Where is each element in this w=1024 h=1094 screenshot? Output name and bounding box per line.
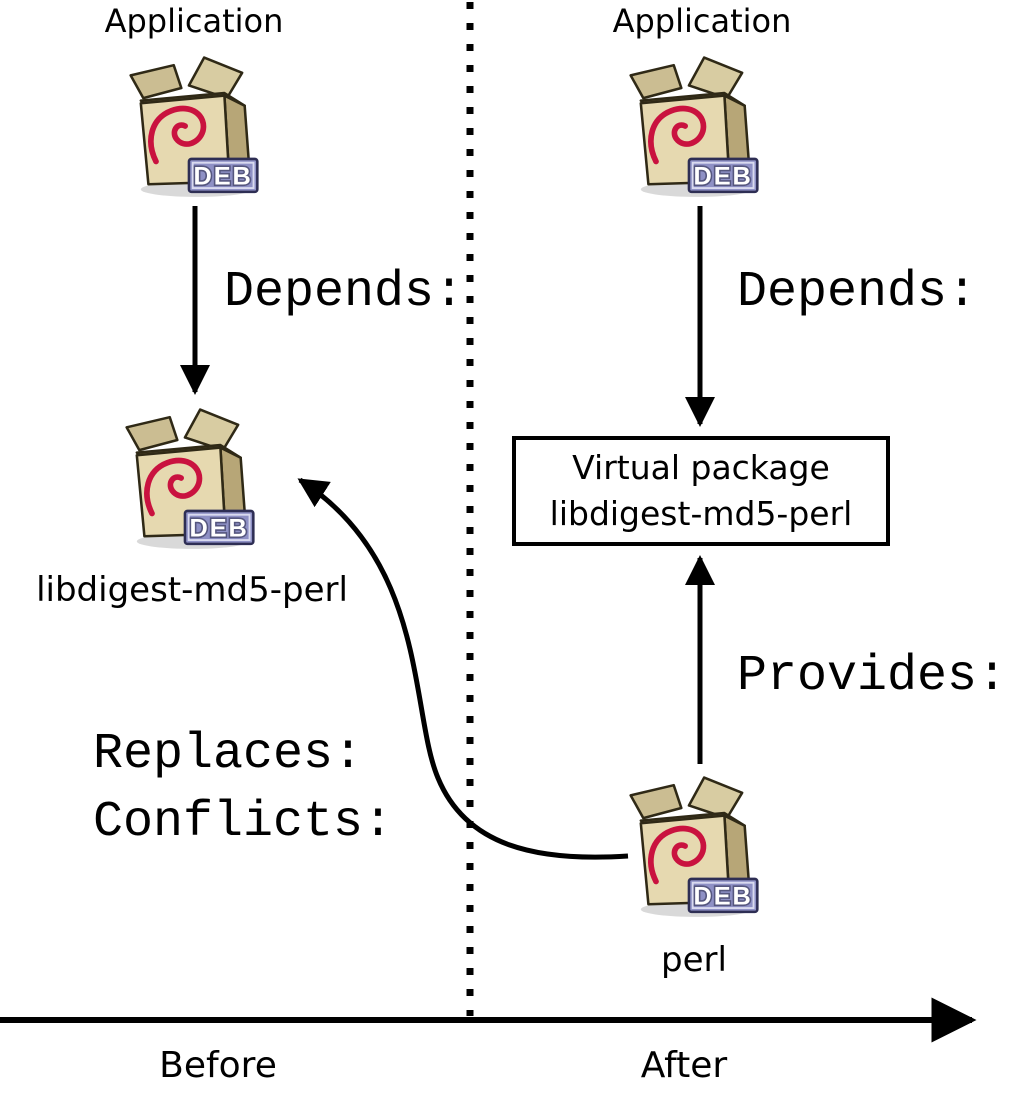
depends-label-before: Depends: bbox=[224, 264, 465, 321]
application-label-before: Application bbox=[104, 2, 284, 40]
replaces-conflicts-arrow bbox=[297, 477, 629, 860]
virtual-package-line1: Virtual package bbox=[572, 447, 830, 487]
deb-package-icon-libdigest bbox=[127, 410, 254, 549]
perl-package-label: perl bbox=[661, 940, 727, 980]
deb-package-icon-perl bbox=[631, 778, 758, 917]
depends-label-after: Depends: bbox=[737, 264, 978, 321]
virtual-package-box: Virtual package libdigest-md5-perl bbox=[512, 436, 890, 546]
axis-label-after: After bbox=[640, 1045, 728, 1086]
replaces-label: Replaces: bbox=[93, 726, 364, 783]
virtual-package-line2: libdigest-md5-perl bbox=[549, 494, 853, 533]
libdigest-package-label: libdigest-md5-perl bbox=[36, 570, 348, 610]
provides-label: Provides: bbox=[737, 648, 1008, 705]
application-label-after: Application bbox=[612, 2, 792, 40]
conflicts-label: Conflicts: bbox=[93, 794, 394, 851]
deb-package-icon-application-before bbox=[131, 58, 258, 197]
axis-label-before: Before bbox=[159, 1045, 277, 1086]
deb-package-icon-application-after bbox=[631, 58, 758, 197]
